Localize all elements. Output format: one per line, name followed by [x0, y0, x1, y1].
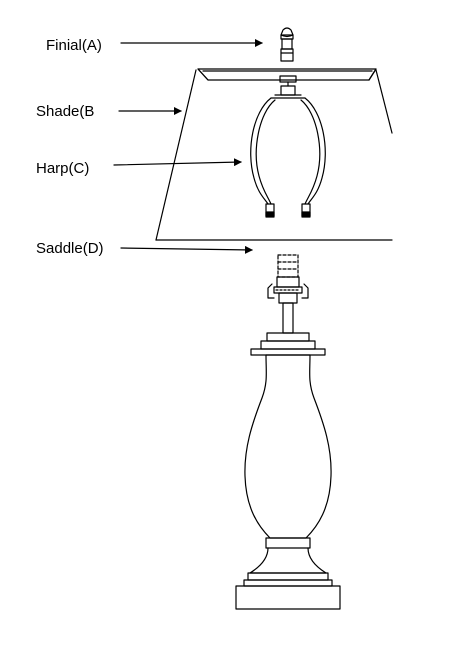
saddle-label: Saddle(D) [36, 240, 104, 257]
shade-label: Shade(B [36, 103, 95, 120]
saddle-arrow [120, 245, 253, 254]
socket-saddle [267, 254, 309, 334]
leader-arrows [113, 39, 263, 254]
harp-label: Harp(C) [36, 160, 90, 177]
harp [250, 81, 326, 218]
shade [155, 68, 393, 241]
lamp-base [235, 332, 341, 610]
harp-arrow [113, 158, 242, 167]
finial-label: Finial(A) [46, 37, 102, 54]
finial [280, 27, 294, 62]
